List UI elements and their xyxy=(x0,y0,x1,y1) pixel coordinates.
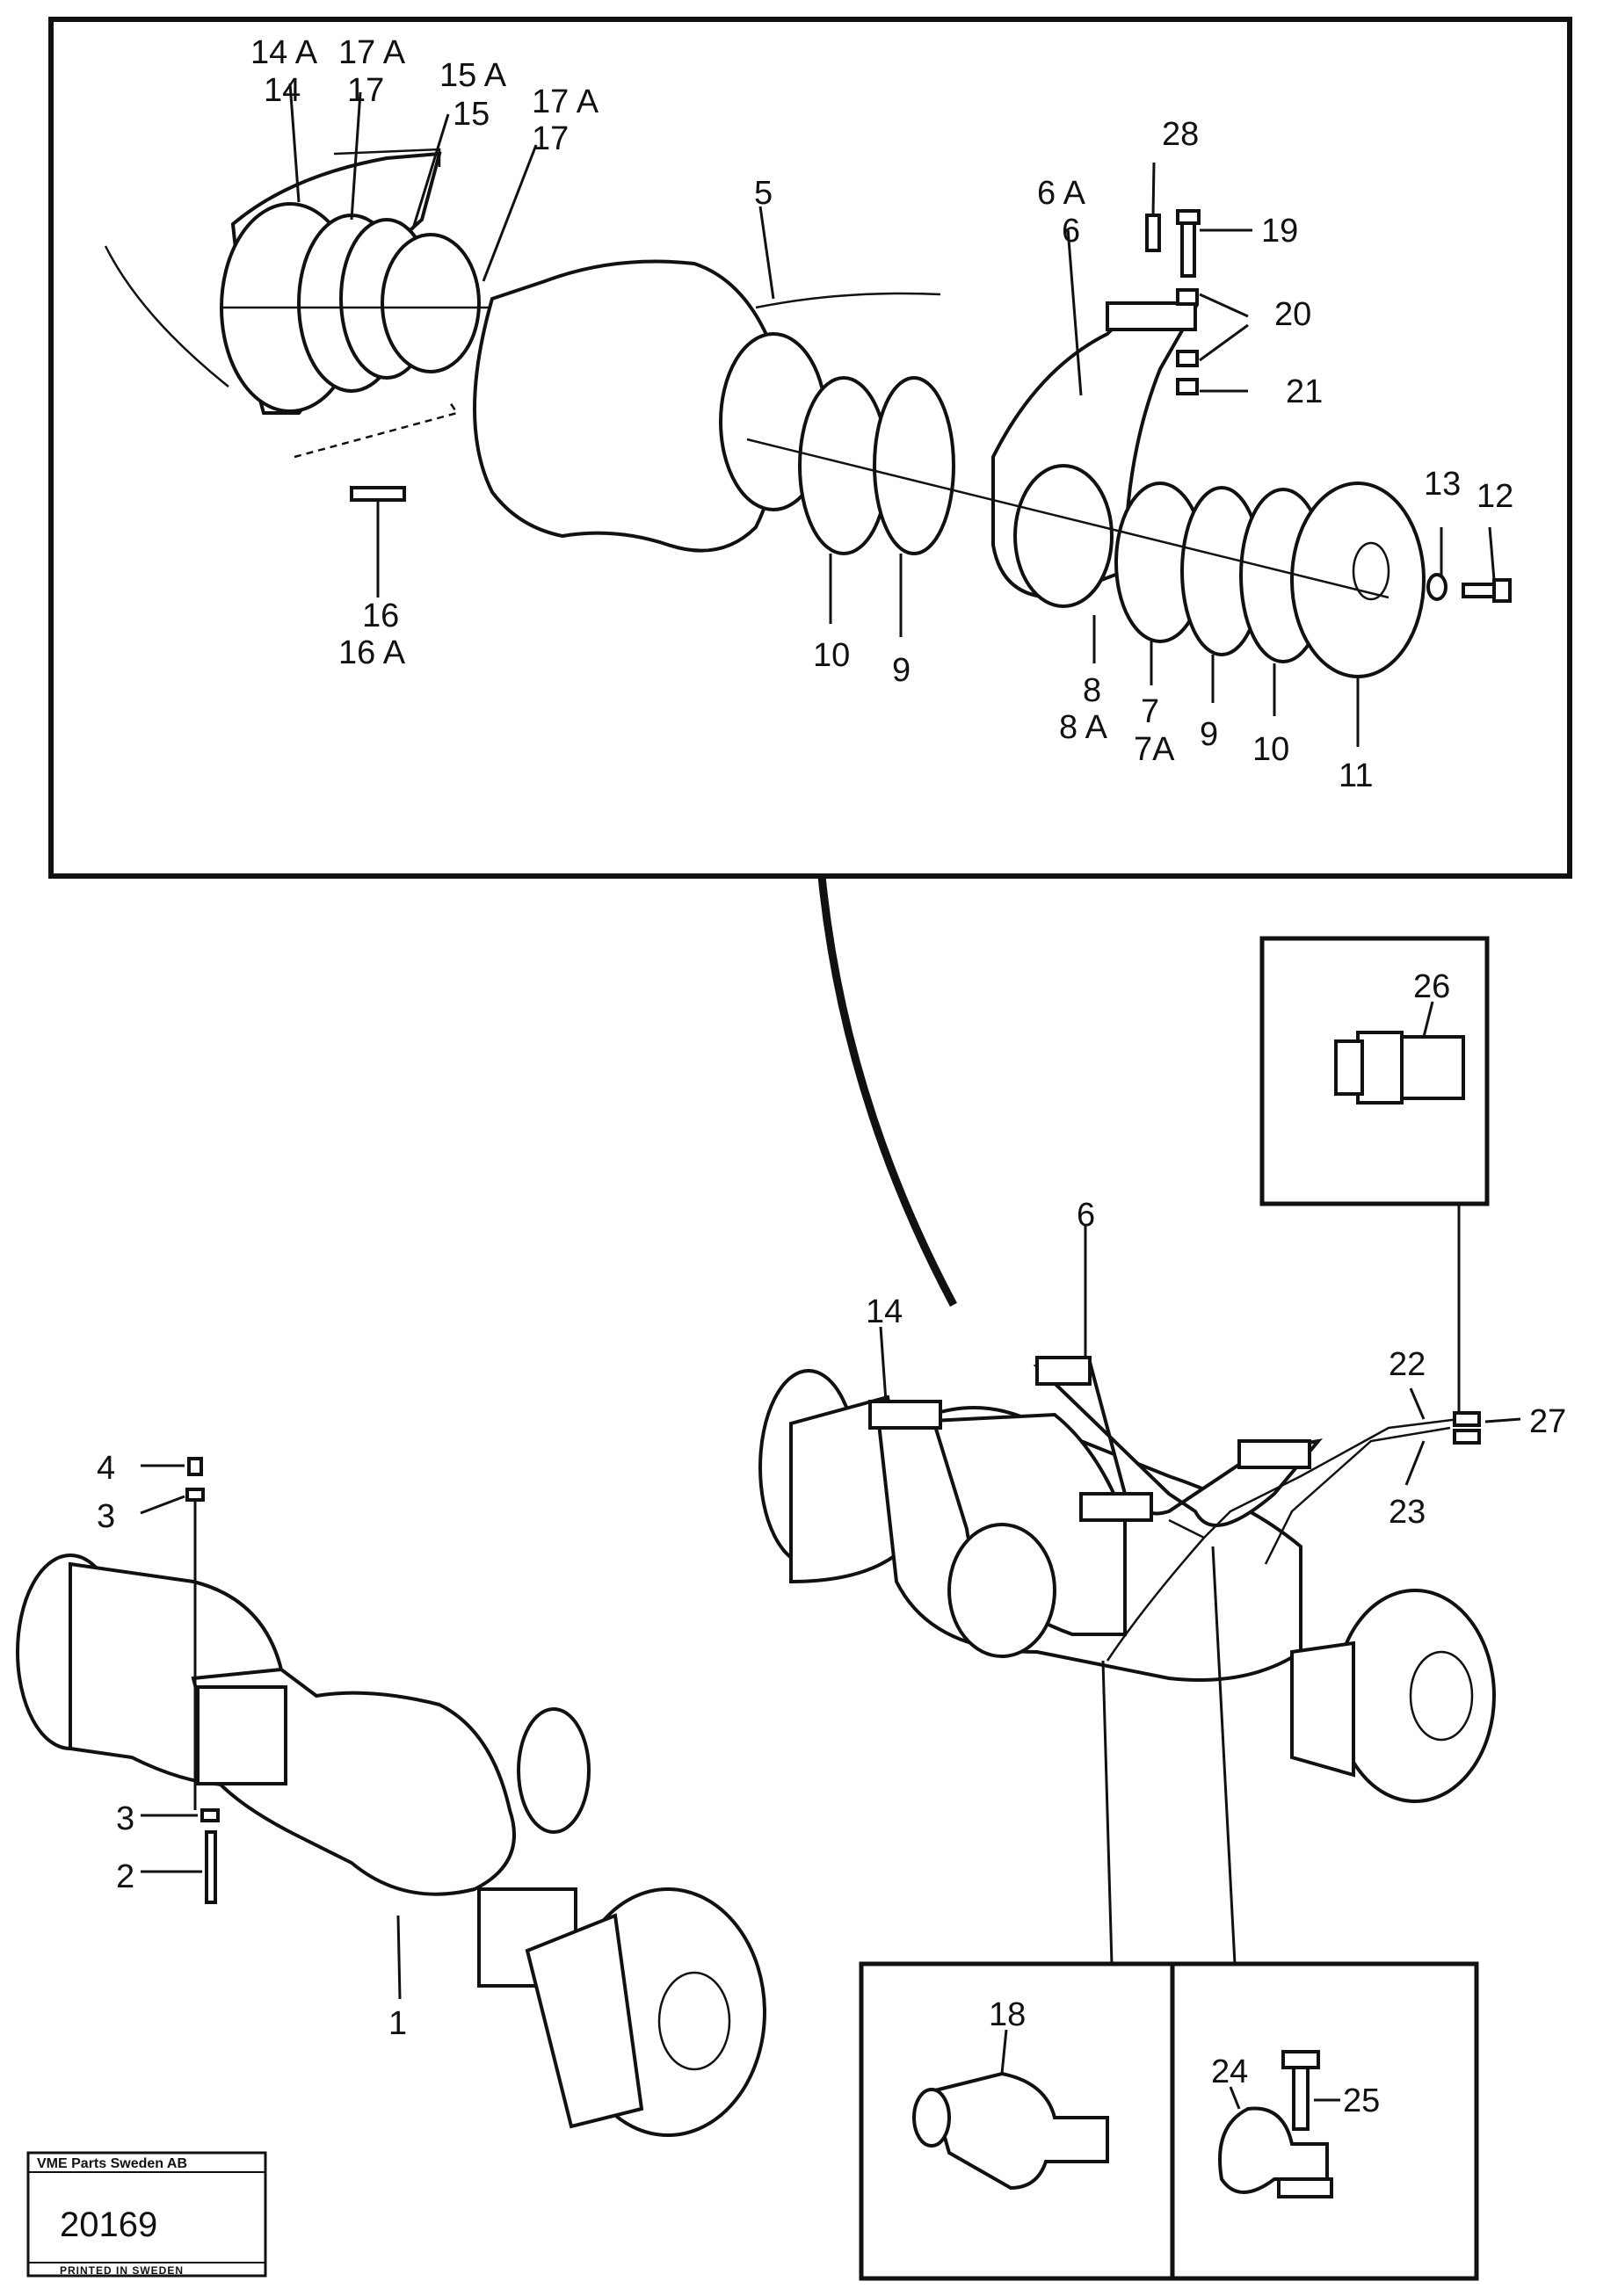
elbow-fitting-18 xyxy=(912,2029,1109,2191)
stamp-company: VME Parts Sweden AB xyxy=(37,2156,187,2171)
label-4: 4 xyxy=(97,1450,115,1487)
label-26: 26 xyxy=(1413,968,1450,1005)
label-17-b: 17 xyxy=(532,120,569,157)
leader-lines-mid xyxy=(879,1226,1521,1965)
leader-lines-top xyxy=(288,83,1496,747)
stamp-number: 20169 xyxy=(60,2205,157,2244)
label-17-top: 17 xyxy=(347,72,384,109)
callout-curve xyxy=(817,875,957,1307)
label-17A-b: 17 A xyxy=(532,83,599,120)
label-14A-top: 14 A xyxy=(250,34,318,71)
bolts-19-20-21-28 xyxy=(1145,209,1201,395)
label-7A: 7A xyxy=(1134,731,1175,768)
label-10-a: 10 xyxy=(813,637,850,674)
fitting-26 xyxy=(1334,1001,1465,1105)
front-axle-1 xyxy=(16,1457,766,2137)
bracket-6-upper xyxy=(991,301,1199,608)
label-10-b: 10 xyxy=(1252,731,1289,768)
label-9-a: 9 xyxy=(892,652,911,689)
label-5: 5 xyxy=(754,175,773,212)
label-11: 11 xyxy=(1339,757,1373,794)
label-14-mid: 14 xyxy=(866,1293,903,1330)
label-3-a: 3 xyxy=(97,1498,115,1535)
label-15A: 15 A xyxy=(439,57,507,94)
label-8: 8 xyxy=(1083,672,1101,709)
label-25: 25 xyxy=(1343,2082,1380,2119)
label-13: 13 xyxy=(1424,466,1461,503)
label-23: 23 xyxy=(1389,1494,1426,1531)
callout-labels: 14 A 17 A 14 17 15 A 17 A 15 17 5 28 6 A… xyxy=(97,34,1566,2119)
label-6-top: 6 xyxy=(1062,213,1080,250)
stud-16 xyxy=(294,399,460,502)
label-12: 12 xyxy=(1477,478,1513,515)
label-8A: 8 A xyxy=(1059,709,1108,746)
rings-7-9-10-hub-11 xyxy=(746,438,1426,678)
label-16: 16 xyxy=(362,598,399,634)
leader-lines-bottom-left xyxy=(140,1464,402,2000)
label-19: 19 xyxy=(1261,213,1298,250)
label-18: 18 xyxy=(989,1996,1026,2033)
label-14-top: 14 xyxy=(264,72,301,109)
washer-13-bolt-12 xyxy=(1426,573,1512,603)
stamp-box: VME Parts Sweden AB 20169 PRINTED IN SWE… xyxy=(26,2151,267,2278)
stamp-printed: PRINTED IN SWEDEN xyxy=(60,2264,184,2277)
label-6A: 6 A xyxy=(1037,175,1086,212)
detail-box-24-25 xyxy=(1170,1961,1479,2281)
label-7: 7 xyxy=(1141,693,1159,730)
detail-box-26 xyxy=(1259,936,1490,1206)
label-16A: 16 A xyxy=(338,634,406,671)
label-3-b: 3 xyxy=(116,1800,134,1837)
label-17A-top: 17 A xyxy=(338,34,406,71)
label-22: 22 xyxy=(1389,1346,1426,1383)
label-27: 27 xyxy=(1529,1403,1566,1440)
clamp-24-bolt-25 xyxy=(1218,2050,1340,2198)
label-21: 21 xyxy=(1286,373,1323,410)
rear-axle-assembly xyxy=(758,1356,1496,1803)
label-1: 1 xyxy=(388,2005,407,2042)
label-2: 2 xyxy=(116,1858,134,1895)
label-6-mid: 6 xyxy=(1077,1197,1095,1234)
label-15: 15 xyxy=(453,96,490,133)
label-9-b: 9 xyxy=(1200,716,1218,753)
label-24: 24 xyxy=(1211,2053,1248,2090)
label-20: 20 xyxy=(1274,296,1311,333)
label-28: 28 xyxy=(1162,116,1199,153)
rings-9-10-left xyxy=(798,376,955,555)
detail-box-top xyxy=(48,17,1572,879)
